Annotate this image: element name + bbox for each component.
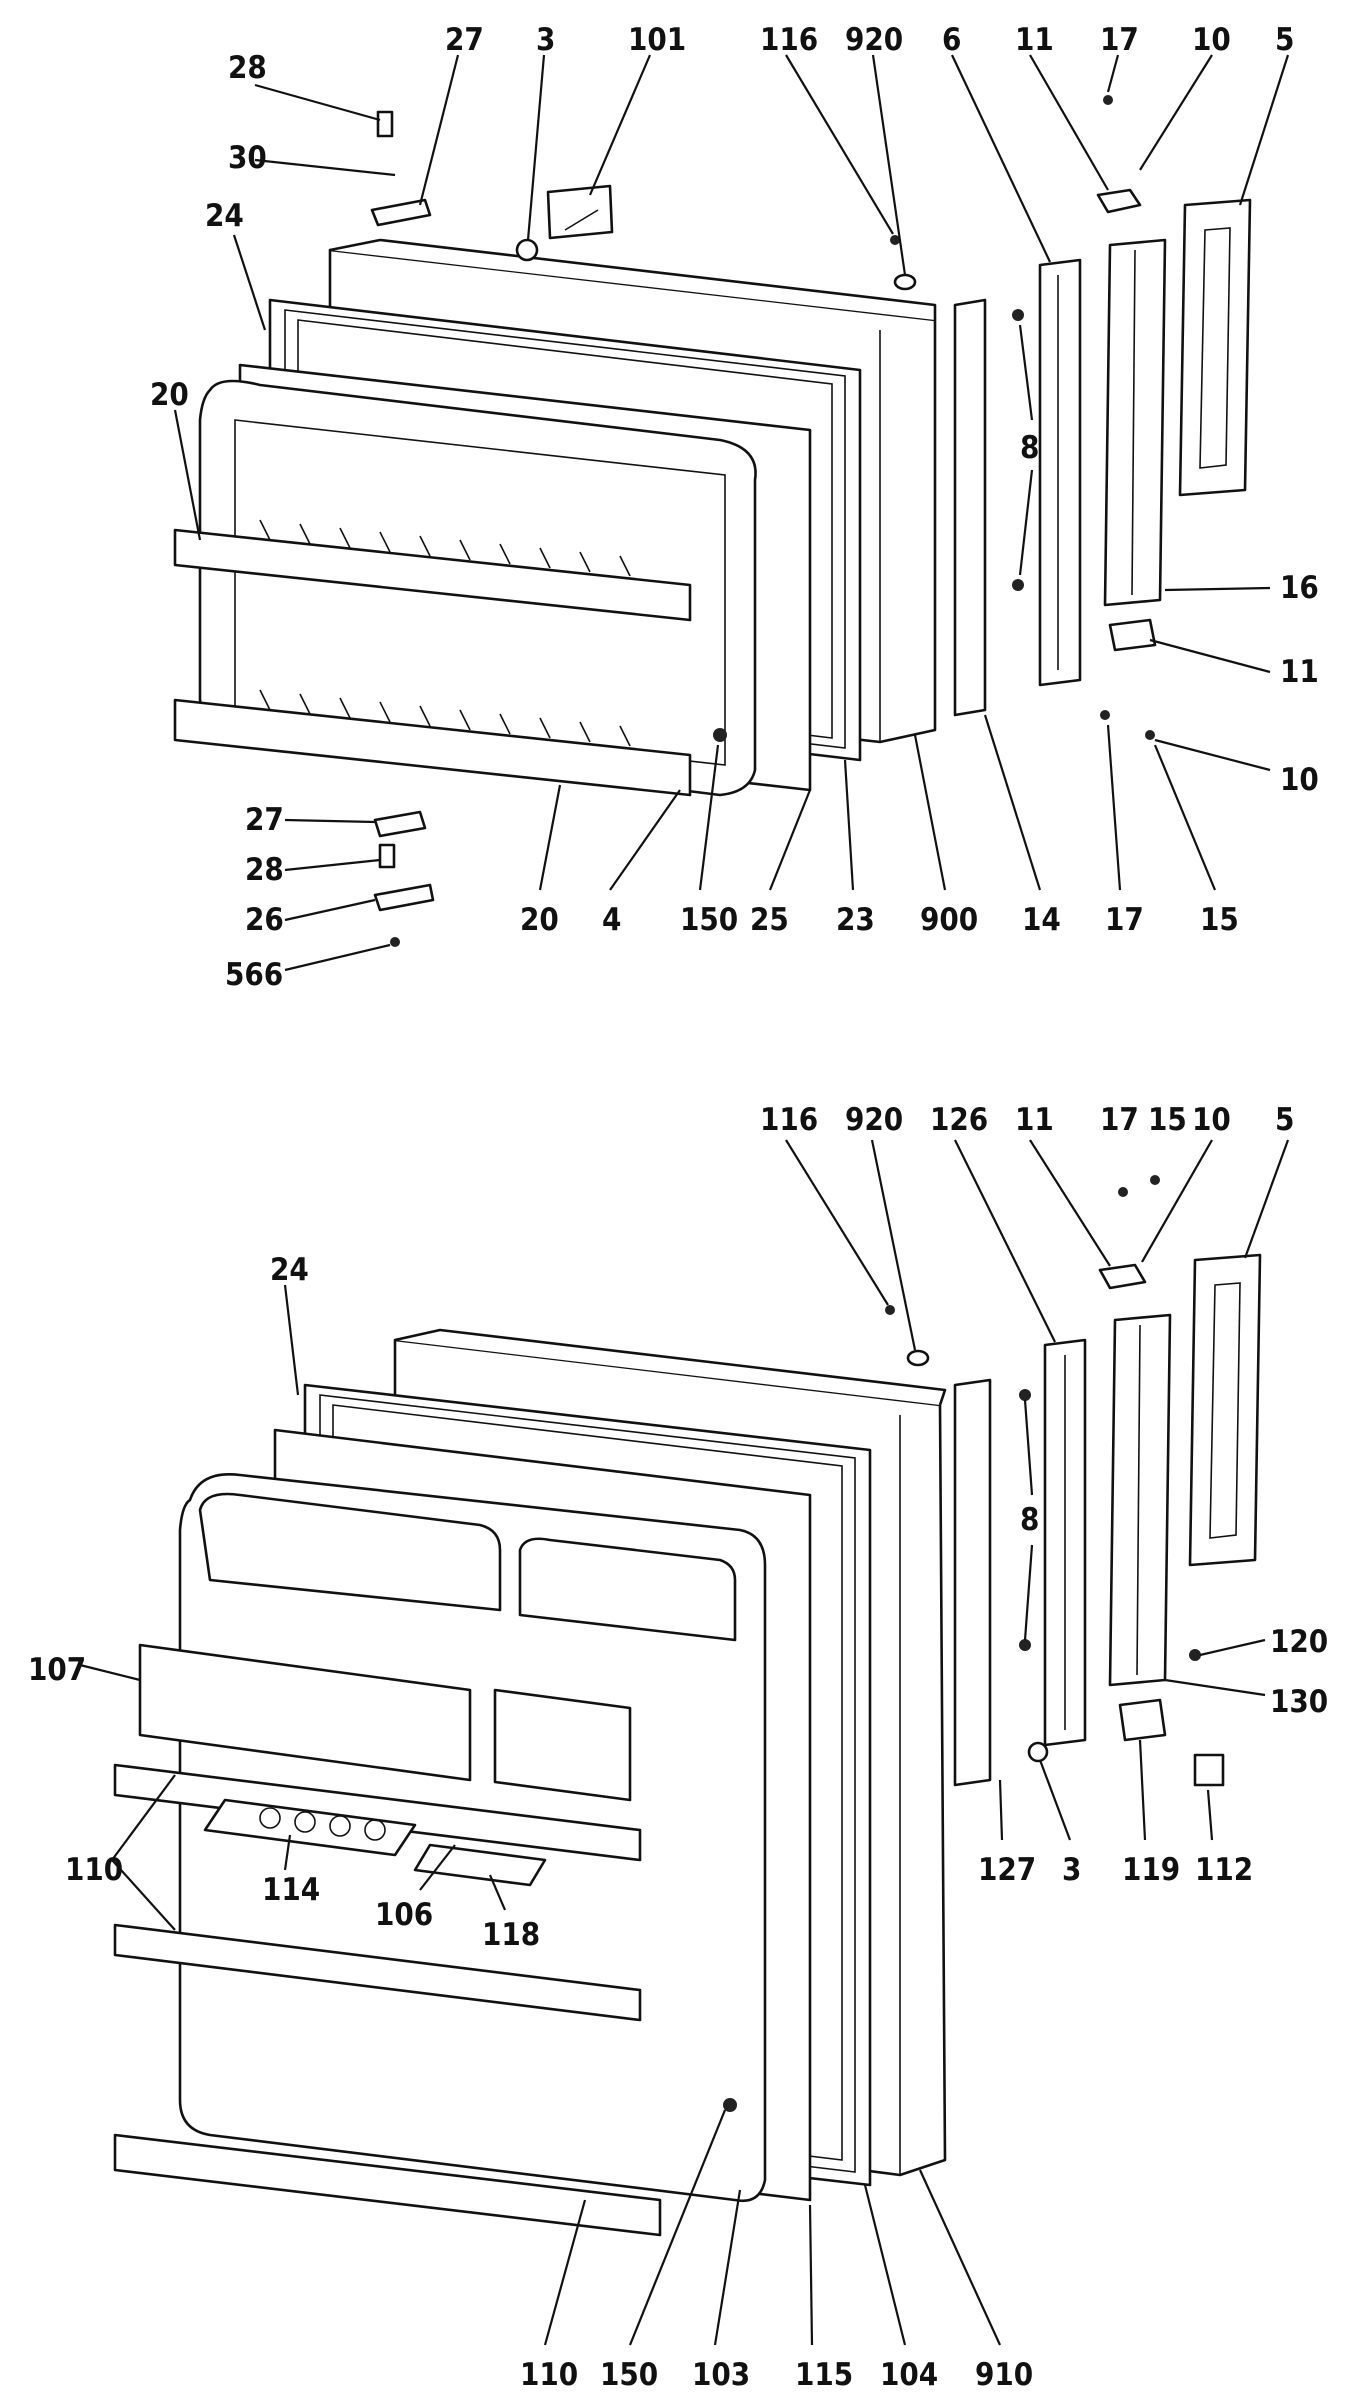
callout-label: 112 [1195,1852,1253,1888]
callout-label: 150 [680,902,738,938]
callout-label: 27 [445,22,484,58]
callout-label: 130 [1270,1684,1328,1720]
callout-label: 24 [205,198,244,234]
callout-label: 119 [1122,1852,1180,1888]
callout-label: 27 [245,802,284,838]
callout-label: 15 [1148,1102,1187,1138]
callout-label: 566 [225,957,283,993]
callout-label: 110 [520,2357,578,2393]
callout-label: 14 [1022,902,1061,938]
callout-label: 11 [1015,22,1054,58]
lower-callout-labels: 116 920 126 11 17 15 10 5 24 8 120 107 1… [28,1102,1328,2393]
callout-label: 28 [245,852,284,888]
callout-label: 106 [375,1897,433,1933]
callout-label: 15 [1200,902,1239,938]
upper-callout-labels: 28 27 3 101 116 920 6 11 17 10 5 30 24 2… [150,22,1319,993]
callout-label: 17 [1105,902,1144,938]
lower-door-assembly [113,1175,1262,2237]
callout-label: 103 [692,2357,750,2393]
callout-label: 28 [228,50,267,86]
callout-label: 20 [150,377,189,413]
callout-label: 110 [65,1852,123,1888]
callout-label: 25 [750,902,789,938]
callout-label: 120 [1270,1624,1328,1660]
lower-leader-lines [79,1139,1290,2346]
upper-door-assembly [173,95,1252,947]
callout-label: 17 [1100,1102,1139,1138]
callout-label: 23 [836,902,875,938]
callout-label: 104 [880,2357,938,2393]
callout-label: 126 [930,1102,988,1138]
callout-label: 8 [1020,430,1039,466]
callout-label: 24 [270,1252,309,1288]
callout-label: 5 [1275,1102,1294,1138]
callout-label: 150 [600,2357,658,2393]
callout-label: 3 [1062,1852,1081,1888]
callout-label: 26 [245,902,284,938]
callout-label: 3 [536,22,555,58]
callout-label: 127 [978,1852,1036,1888]
callout-label: 116 [760,1102,818,1138]
callout-label: 17 [1100,22,1139,58]
callout-label: 115 [795,2357,853,2393]
callout-label: 10 [1192,22,1231,58]
callout-label: 20 [520,902,559,938]
callout-label: 920 [845,1102,903,1138]
callout-label: 30 [228,140,267,176]
callout-label: 116 [760,22,818,58]
callout-label: 16 [1280,570,1319,606]
upper-leader-lines [173,54,1290,972]
callout-label: 900 [920,902,978,938]
callout-label: 10 [1192,1102,1231,1138]
callout-label: 6 [942,22,961,58]
callout-label: 910 [975,2357,1033,2393]
callout-label: 10 [1280,762,1319,798]
callout-label: 4 [602,902,621,938]
callout-label: 920 [845,22,903,58]
callout-label: 107 [28,1652,86,1688]
callout-label: 101 [628,22,686,58]
callout-label: 118 [482,1917,540,1953]
callout-label: 8 [1020,1502,1039,1538]
callout-label: 11 [1015,1102,1054,1138]
callout-label: 114 [262,1872,320,1908]
callout-label: 11 [1280,654,1319,690]
callout-label: 5 [1275,22,1294,58]
